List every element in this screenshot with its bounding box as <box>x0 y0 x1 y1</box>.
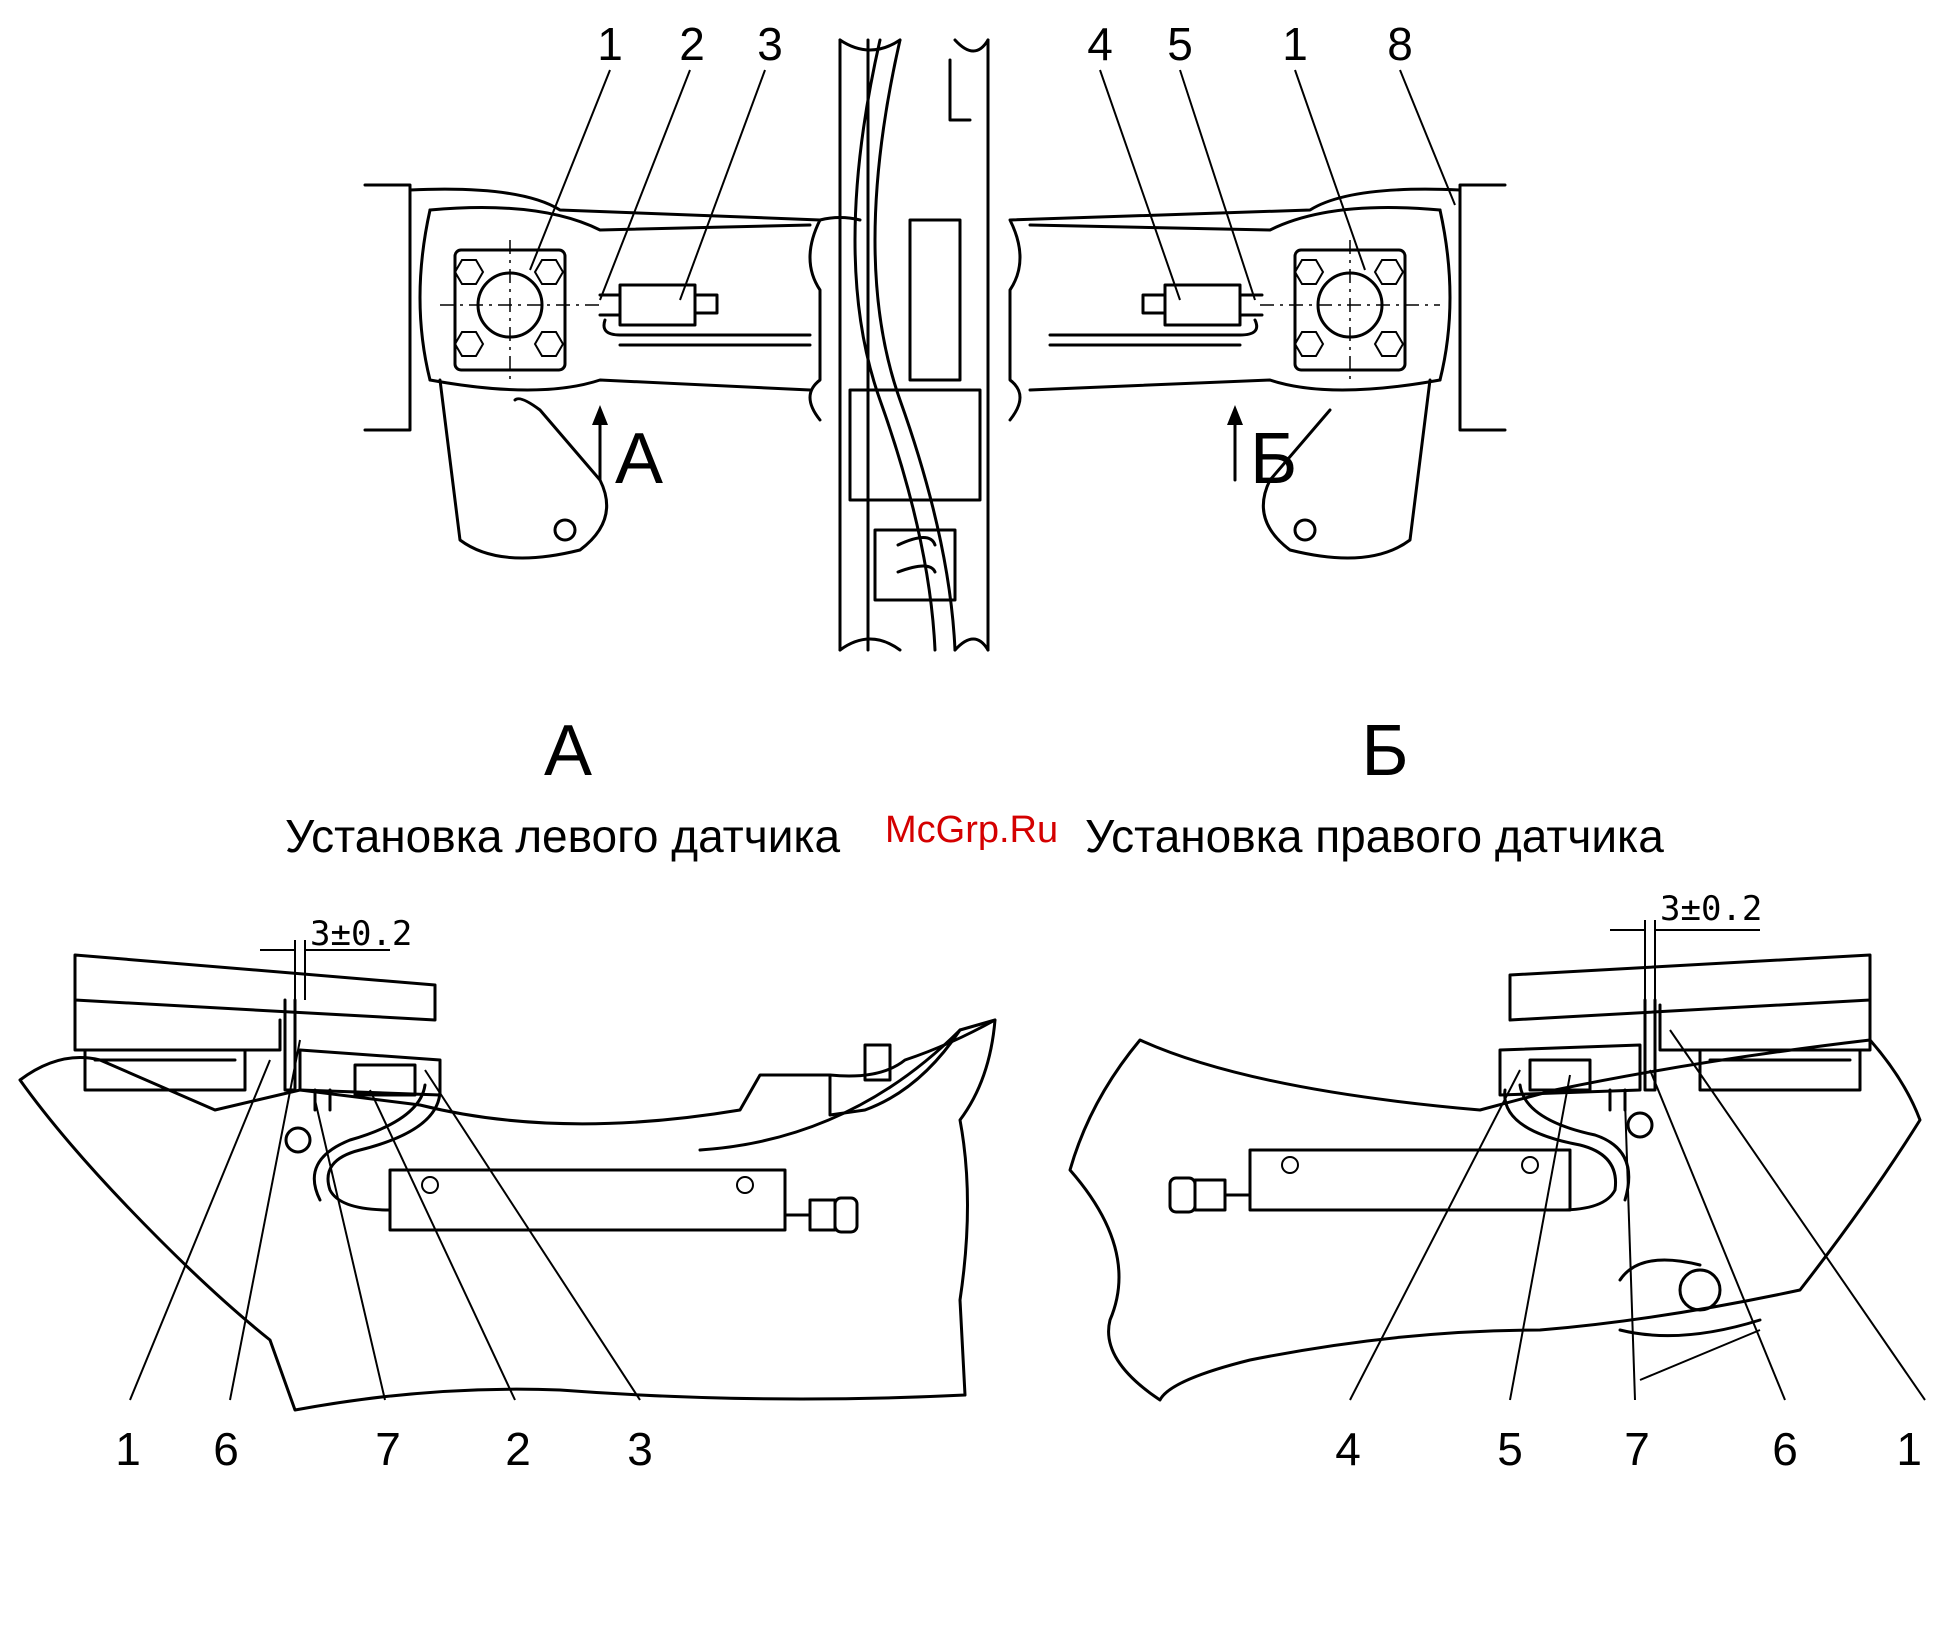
view-b-callout-6: 6 <box>1772 1423 1798 1475</box>
view-b-callout-1: 1 <box>1896 1423 1922 1475</box>
view-a-callout-3: 3 <box>627 1423 653 1475</box>
top-callout-3: 3 <box>757 18 783 70</box>
top-callout-2: 2 <box>679 18 705 70</box>
view-b-callout-7: 7 <box>1624 1423 1650 1475</box>
top-callout-1b: 1 <box>1282 18 1308 70</box>
view-b-callout-4: 4 <box>1335 1423 1361 1475</box>
top-callout-5: 5 <box>1167 18 1193 70</box>
frame-beam <box>840 40 988 650</box>
view-a-dimension: 3±0.2 <box>310 914 412 954</box>
view-b-callout-5: 5 <box>1497 1423 1523 1475</box>
left-axle <box>365 185 860 558</box>
right-axle <box>1010 185 1505 558</box>
top-view: 1 2 3 4 5 1 8 А Б <box>365 18 1505 650</box>
view-a-callout-2: 2 <box>505 1423 531 1475</box>
view-a-callout-7: 7 <box>375 1423 401 1475</box>
arrow-label-a: А <box>615 419 663 499</box>
top-leaders <box>530 70 1455 300</box>
view-b-caption: Установка правого датчика <box>1085 810 1664 862</box>
top-callout-1: 1 <box>597 18 623 70</box>
view-b: 3±0.2 4 5 7 6 1 <box>1070 889 1925 1475</box>
view-a-callout-6: 6 <box>213 1423 239 1475</box>
top-callout-4: 4 <box>1087 18 1113 70</box>
view-b-dimension: 3±0.2 <box>1660 889 1762 929</box>
top-callout-8: 8 <box>1387 18 1413 70</box>
view-a-caption: Установка левого датчика <box>285 810 841 862</box>
watermark: McGrp.Ru <box>885 809 1058 851</box>
view-a-letter: А <box>544 711 592 791</box>
view-b-letter: Б <box>1361 711 1408 791</box>
view-a: 3±0.2 1 6 7 2 3 <box>20 914 995 1475</box>
arrow-label-b: Б <box>1250 419 1297 499</box>
view-a-callout-1: 1 <box>115 1423 141 1475</box>
